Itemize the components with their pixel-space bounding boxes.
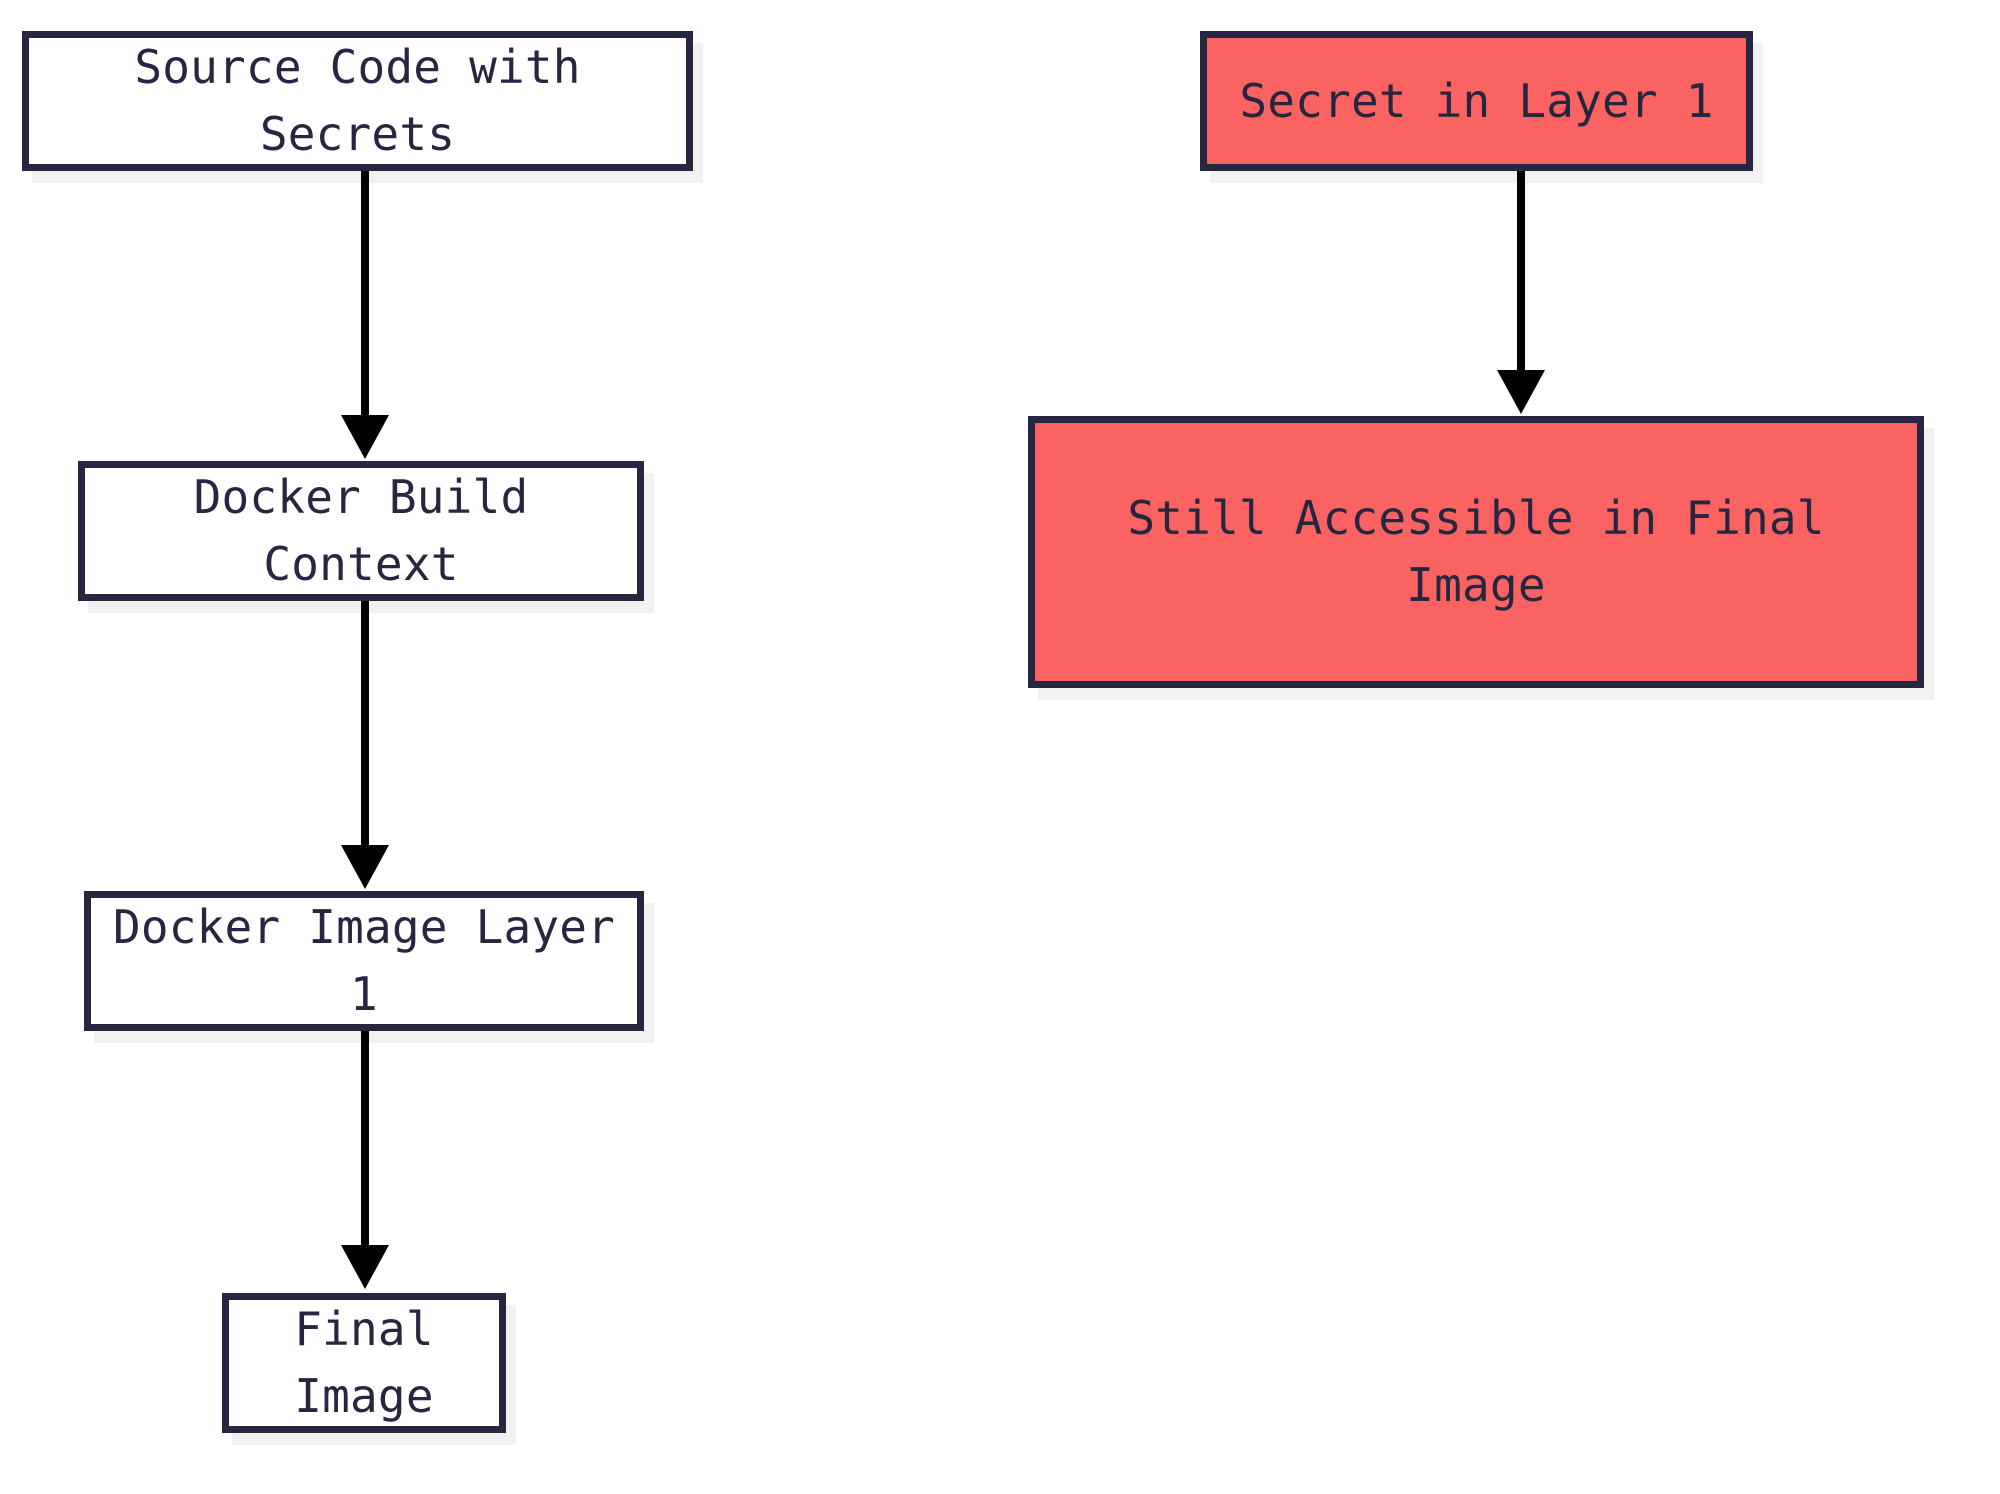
node-still-accessible-label: Still Accessible in Final Image — [1127, 491, 1825, 612]
node-source-code[interactable]: Source Code with Secrets — [22, 31, 693, 171]
node-image-layer-1-label: Docker Image Layer 1 — [112, 900, 616, 1021]
node-source-code-label: Source Code with Secrets — [134, 40, 581, 161]
node-final-image-label: Final Image — [294, 1302, 434, 1423]
node-build-context[interactable]: Docker Build Context — [78, 461, 644, 601]
node-build-context-label: Docker Build Context — [193, 470, 529, 591]
node-final-image[interactable]: Final Image — [222, 1293, 506, 1433]
node-secret-layer-1-label: Secret in Layer 1 — [1239, 73, 1714, 128]
edge-source-code-to-build-context — [320, 171, 410, 461]
edge-secret-layer-1-to-still-accessible — [1476, 171, 1566, 416]
edge-image-layer-1-to-final-image — [320, 1031, 410, 1293]
node-secret-layer-1[interactable]: Secret in Layer 1 — [1200, 31, 1753, 171]
node-still-accessible[interactable]: Still Accessible in Final Image — [1028, 416, 1924, 688]
edge-build-context-to-image-layer-1 — [320, 601, 410, 891]
node-image-layer-1[interactable]: Docker Image Layer 1 — [84, 891, 644, 1031]
